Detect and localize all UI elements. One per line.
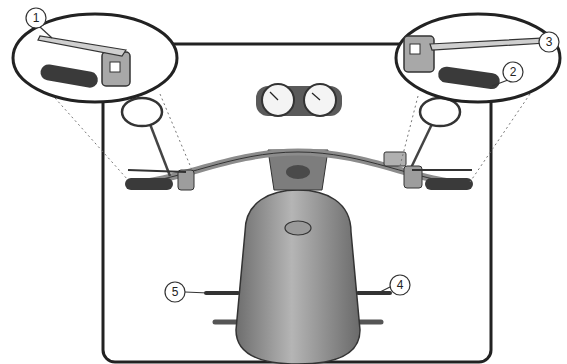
left-inset-controls [39, 63, 99, 89]
projection-lines [55, 94, 530, 182]
right-inset [396, 14, 560, 102]
headlight [286, 165, 310, 179]
callout-number: 4 [390, 275, 410, 295]
shift-lever [206, 291, 238, 295]
callout-number: 2 [503, 62, 523, 82]
clutch-lever [128, 170, 186, 172]
brake-lever [412, 169, 472, 171]
speedometer [262, 84, 294, 116]
right-grip [425, 178, 473, 190]
left-grip [125, 178, 173, 190]
right-inset-grip [437, 66, 501, 90]
fuel-cap [285, 221, 311, 235]
rear-brake-pedal [358, 291, 390, 295]
inset-brake-lever [430, 38, 546, 50]
inset-clutch-lever [38, 36, 126, 56]
left-mirror [122, 98, 162, 126]
callout-number: 5 [165, 282, 185, 302]
callout-number: 3 [539, 32, 559, 52]
fuel-tank [236, 190, 360, 364]
callout-circles [26, 8, 559, 302]
callout-number: 1 [26, 8, 46, 28]
tachometer [304, 84, 336, 116]
left-switch [178, 170, 194, 190]
right-mirror [420, 98, 460, 126]
